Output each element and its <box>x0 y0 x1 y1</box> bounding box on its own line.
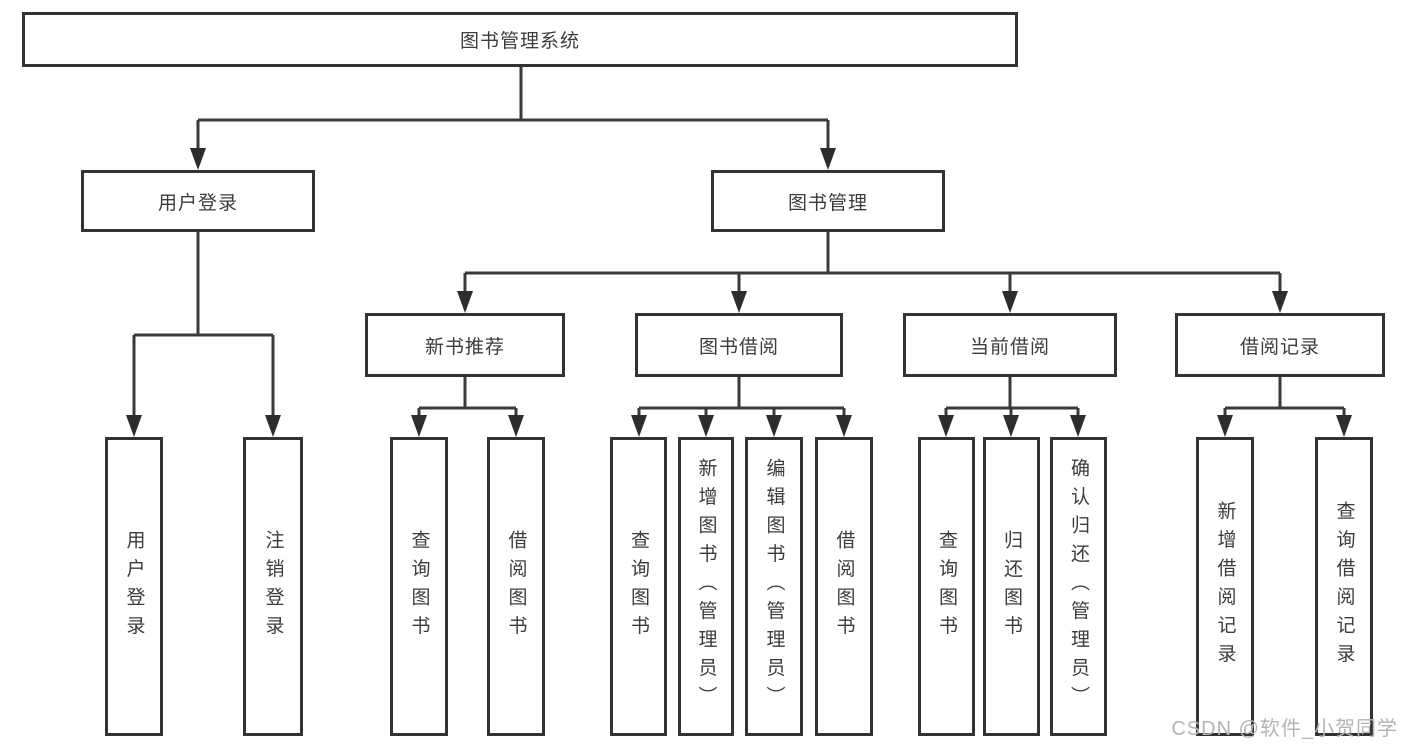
node-current-borrow-label: 当前借阅 <box>969 336 1050 358</box>
leaf-user-login-label: 用户登录 <box>123 529 145 644</box>
leaf-return-book-label: 归还图书 <box>1001 529 1022 644</box>
leaf-logout-label: 注销登录 <box>262 529 284 644</box>
csdn-watermark: CSDN @软件_小贺同学 <box>1171 718 1398 740</box>
connector-userlogin-to-leaves <box>132 232 275 418</box>
leaf-edit-book-admin-label: 编辑图书（管理员） <box>763 458 785 715</box>
leaf-borrow-book: 借阅图书 <box>815 437 873 736</box>
leaf-confirm-return-admin-label: 确认归还（管理员） <box>1068 458 1089 715</box>
leaf-borrow-book-recommend-label: 借阅图书 <box>505 529 527 644</box>
node-book-borrow-label: 图书借阅 <box>698 336 779 358</box>
node-new-book-recommend: 新书推荐 <box>365 313 565 377</box>
leaf-add-book-admin-label: 新增图书（管理员） <box>695 458 717 715</box>
node-user-login: 用户登录 <box>81 170 315 232</box>
connector-newrec-to-leaves <box>417 377 518 418</box>
leaf-query-book-borrow: 查询图书 <box>610 437 667 736</box>
leaf-user-login: 用户登录 <box>105 437 163 736</box>
leaf-edit-book-admin: 编辑图书（管理员） <box>745 437 803 736</box>
leaf-return-book: 归还图书 <box>983 437 1040 736</box>
leaf-query-borrow-record-label: 查询借阅记录 <box>1333 501 1355 672</box>
node-root-system: 图书管理系统 <box>22 12 1018 67</box>
node-user-login-label: 用户登录 <box>157 192 238 214</box>
node-current-borrow: 当前借阅 <box>903 313 1117 377</box>
leaf-confirm-return-admin: 确认归还（管理员） <box>1050 437 1107 736</box>
leaf-add-borrow-record-label: 新增借阅记录 <box>1214 501 1236 672</box>
node-book-management: 图书管理 <box>711 170 945 232</box>
leaf-add-book-admin: 新增图书（管理员） <box>678 437 734 736</box>
node-book-management-label: 图书管理 <box>787 192 868 214</box>
node-book-borrow: 图书借阅 <box>635 313 843 377</box>
leaf-add-borrow-record: 新增借阅记录 <box>1196 437 1254 736</box>
leaf-query-book-recommend: 查询图书 <box>390 437 448 736</box>
leaf-query-book-current: 查询图书 <box>918 437 975 736</box>
connector-root-to-level2 <box>196 67 830 150</box>
node-new-book-recommend-label: 新书推荐 <box>424 336 505 358</box>
leaf-query-book-recommend-label: 查询图书 <box>408 529 430 644</box>
node-root-label: 图书管理系统 <box>459 31 580 52</box>
leaf-borrow-book-label: 借阅图书 <box>833 529 855 644</box>
connector-recborrow-to-leaves <box>1223 377 1346 418</box>
leaf-logout: 注销登录 <box>243 437 303 736</box>
arrowheads <box>126 148 1352 437</box>
connector-bookborrow-to-leaves <box>637 377 846 418</box>
leaf-query-book-current-label: 查询图书 <box>936 529 957 644</box>
leaf-query-book-borrow-label: 查询图书 <box>628 529 649 644</box>
node-borrow-record: 借阅记录 <box>1175 313 1385 377</box>
node-borrow-record-label: 借阅记录 <box>1239 336 1320 358</box>
leaf-borrow-book-recommend: 借阅图书 <box>487 437 545 736</box>
leaf-query-borrow-record: 查询借阅记录 <box>1315 437 1373 736</box>
connector-curborrow-to-leaves <box>944 377 1080 418</box>
connector-bookmgmt-to-level3 <box>463 232 1282 294</box>
